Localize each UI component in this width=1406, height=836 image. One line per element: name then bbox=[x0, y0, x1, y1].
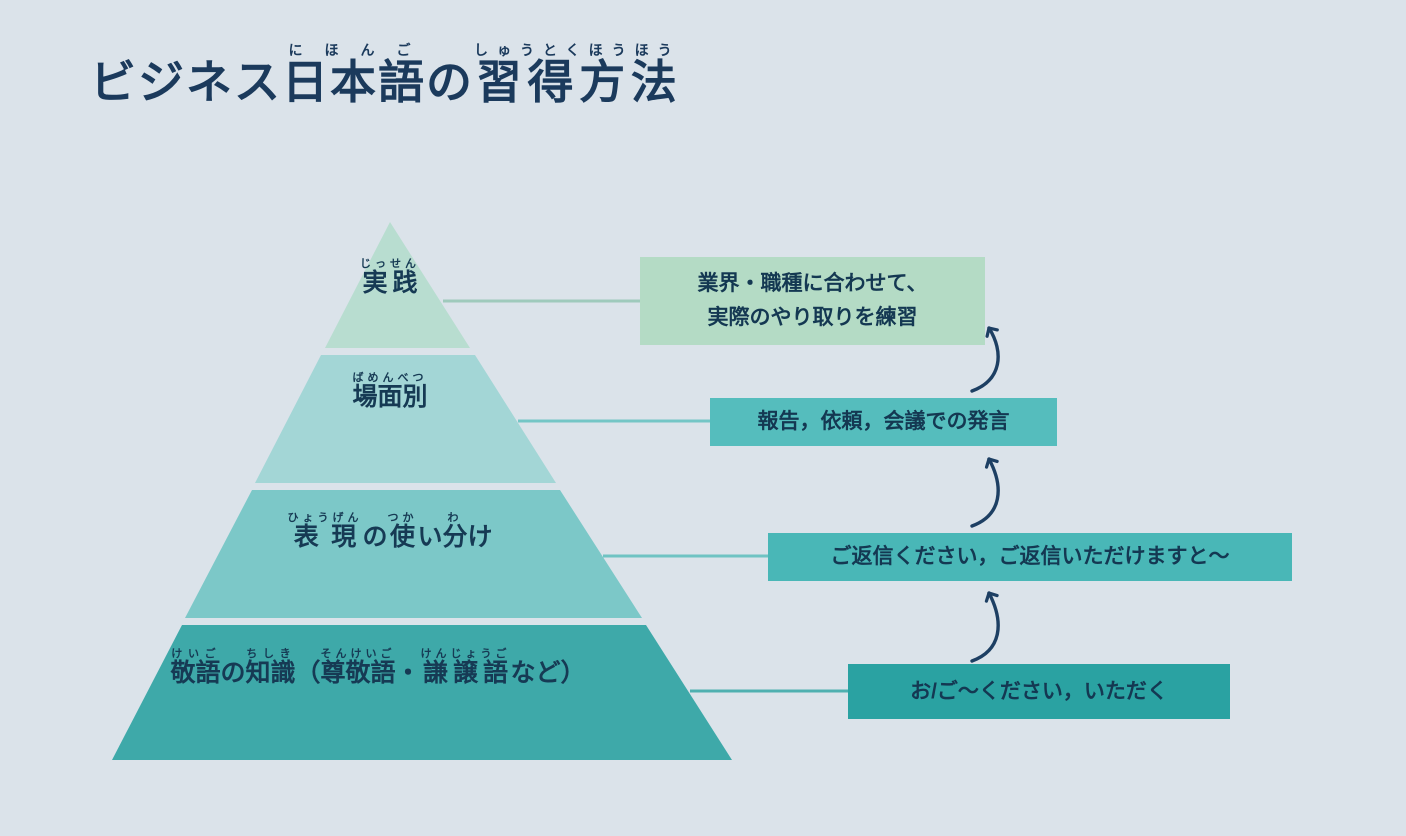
label-segment: 尊敬語そんけいご bbox=[320, 648, 396, 687]
label-base: 敬語 bbox=[170, 659, 221, 687]
title-base: 日本語 bbox=[282, 56, 426, 108]
label-segment: 敬語けいご bbox=[170, 648, 221, 687]
callout-bamenbetsu: 報告，依頼，会議での発言 bbox=[710, 398, 1057, 446]
pyramid-level-2-shape bbox=[255, 355, 556, 483]
label-segment: （ bbox=[295, 659, 320, 687]
arrow-up-5-to-4 bbox=[970, 591, 1000, 663]
callout-text: ご返信ください，ご返信いただけますと〜 bbox=[830, 545, 1230, 569]
label-ruby: ひょうげん bbox=[287, 512, 363, 524]
pyramid-label-jissen: 実践じっせん bbox=[360, 258, 420, 299]
label-segment: 使つか bbox=[387, 512, 418, 551]
label-segment: の bbox=[362, 523, 387, 551]
pyramid-label-bamenbetsu: 場面別ばめんべつ bbox=[352, 372, 427, 413]
label-ruby: じっせん bbox=[360, 258, 420, 270]
callout-line: 業界・職種に合わせて、 bbox=[697, 272, 928, 296]
callout-keigo: お/ご〜ください，いただく bbox=[848, 664, 1230, 719]
label-base: 実践 bbox=[360, 269, 420, 297]
pyramid-level-4-shape bbox=[112, 625, 732, 760]
title-segment: 習得方法しゅうとくほうほう bbox=[474, 42, 681, 108]
label-segment: ・ bbox=[396, 659, 421, 687]
label-ruby: つか bbox=[387, 512, 418, 524]
callout-jissen: 業界・職種に合わせて、 実際のやり取りを練習 bbox=[640, 257, 985, 345]
label-base: 尊敬語 bbox=[320, 659, 396, 687]
title-segment: 日本語にほんご bbox=[282, 42, 426, 108]
callout-text: お/ご〜ください，いただく bbox=[910, 679, 1168, 703]
label-ruby: けいご bbox=[170, 648, 221, 660]
callout-hyougen: ご返信ください，ご返信いただけますと〜 bbox=[768, 533, 1292, 581]
label-segment: 謙譲語けんじょうご bbox=[420, 648, 511, 687]
title-ruby: しゅうとくほうほう bbox=[474, 42, 681, 58]
pyramid-level-1-shape bbox=[325, 222, 470, 348]
label-segment: い bbox=[417, 523, 442, 551]
label-base: 謙譲語 bbox=[420, 659, 511, 687]
label-base: など） bbox=[510, 659, 586, 687]
label-ruby: ちしき bbox=[245, 648, 296, 660]
label-base: 表現 bbox=[287, 523, 363, 551]
label-base: け bbox=[467, 523, 493, 551]
callout-text: 報告，依頼，会議での発言 bbox=[757, 410, 1010, 434]
label-base: 使 bbox=[387, 523, 418, 551]
pyramid-label-keigo-chishiki: 敬語けいごの知識ちしき（尊敬語そんけいご・謙譲語けんじょうごなど） bbox=[170, 648, 585, 689]
label-base: の bbox=[362, 523, 388, 551]
arrow-up-4-to-3 bbox=[970, 457, 1000, 528]
label-base: 場面別 bbox=[352, 383, 428, 411]
label-base: 知識 bbox=[245, 659, 296, 687]
page-title: ビジネス日本語にほんごの習得方法しゅうとくほうほう bbox=[90, 42, 681, 112]
label-segment: の bbox=[220, 659, 245, 687]
title-ruby: にほんご bbox=[282, 42, 426, 58]
label-segment: 知識ちしき bbox=[245, 648, 296, 687]
arrow-up-3-to-2 bbox=[970, 326, 1000, 393]
callout-line: 実際のやり取りを練習 bbox=[707, 306, 918, 329]
label-segment: 表現ひょうげん bbox=[287, 512, 363, 551]
label-segment: など） bbox=[511, 659, 586, 687]
label-segment: 実践じっせん bbox=[360, 258, 420, 297]
title-base: 習得方法 bbox=[474, 56, 681, 108]
label-ruby: ばめんべつ bbox=[352, 372, 428, 384]
pyramid-level-3-shape bbox=[185, 490, 642, 618]
label-base: の bbox=[220, 659, 246, 687]
label-base: 分 bbox=[442, 523, 468, 551]
title-base: の bbox=[426, 56, 474, 108]
label-segment: 分わ bbox=[442, 512, 468, 551]
label-ruby: けんじょうご bbox=[420, 648, 511, 660]
label-ruby: わ bbox=[442, 512, 468, 524]
label-segment: 場面別ばめんべつ bbox=[352, 372, 428, 411]
title-base: ビジネス bbox=[90, 56, 282, 108]
pyramid-label-hyougen-tsukaiwake: 表現ひょうげんの使つかい分わけ bbox=[287, 512, 492, 553]
title-segment: ビジネス bbox=[90, 56, 282, 108]
label-base: ・ bbox=[395, 659, 421, 687]
title-segment: の bbox=[426, 56, 474, 108]
label-ruby: そんけいご bbox=[320, 648, 396, 660]
label-segment: け bbox=[467, 523, 492, 551]
label-base: （ bbox=[295, 659, 321, 687]
label-base: い bbox=[417, 523, 443, 551]
